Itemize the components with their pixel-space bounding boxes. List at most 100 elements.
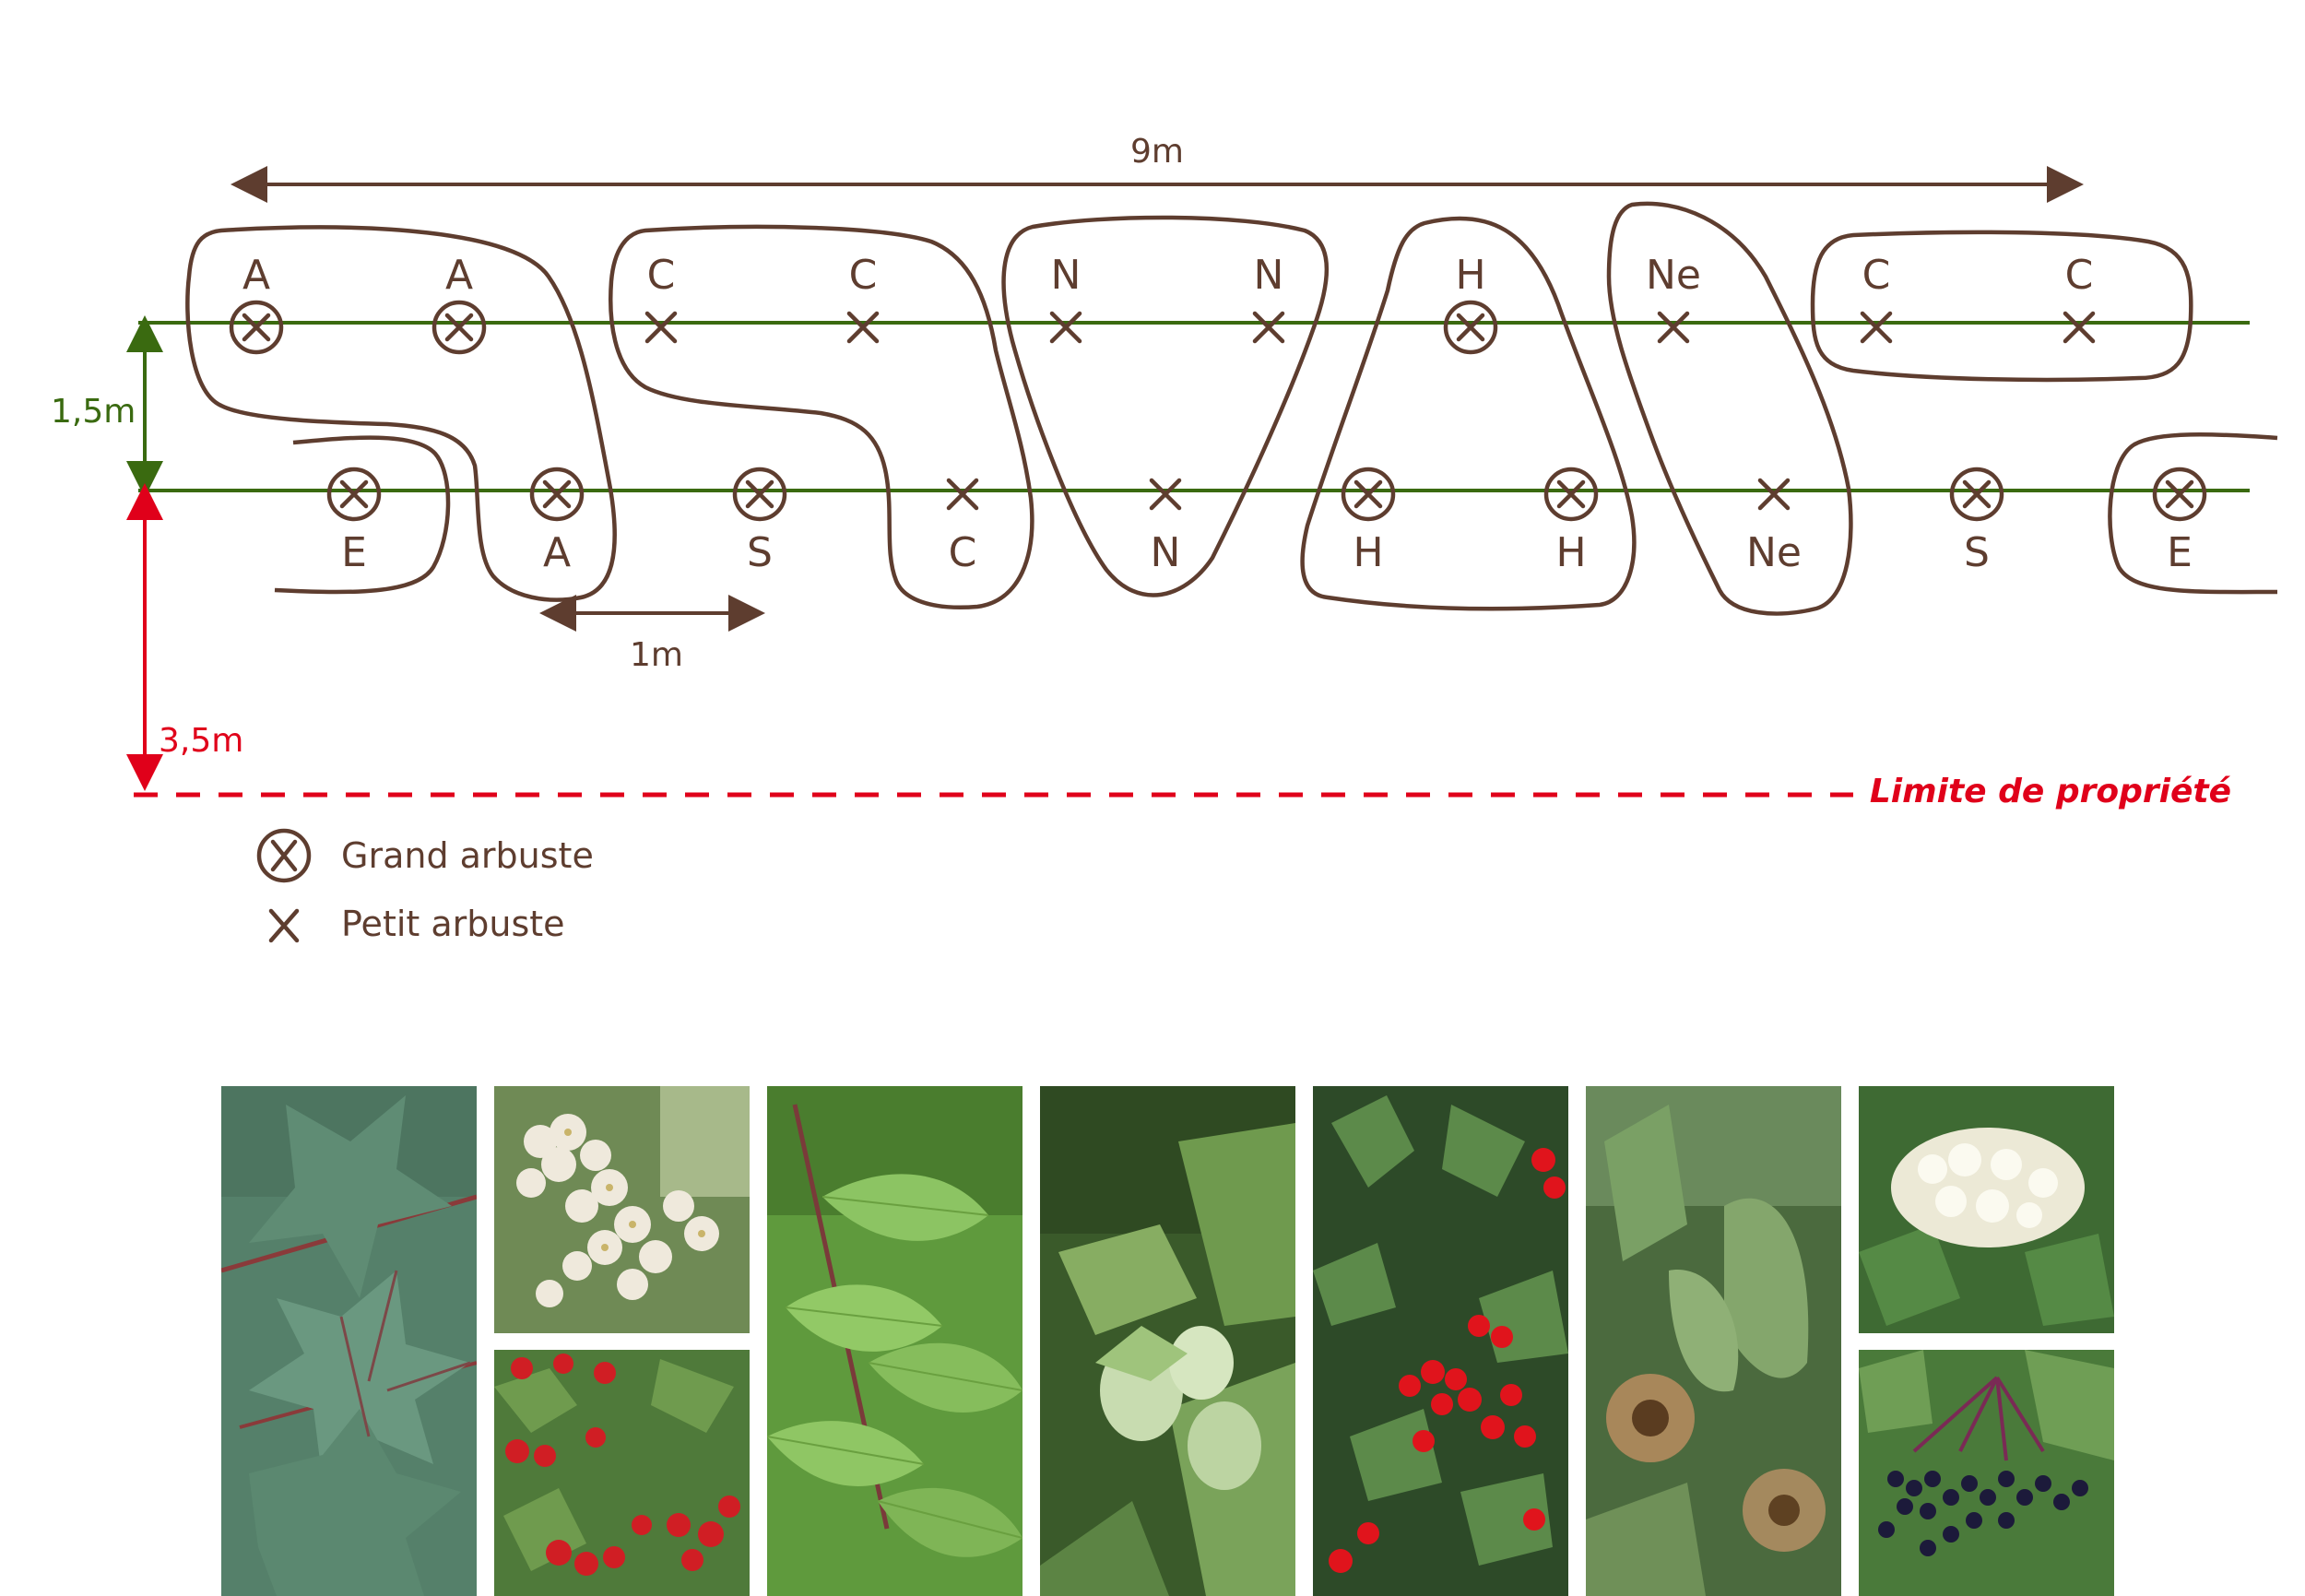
plant-marker-bottom-1: E <box>326 467 382 576</box>
shrub-cross-mark <box>242 313 271 342</box>
photo-elder-flowers <box>1859 1086 2114 1333</box>
plant-marker-top-7: H <box>1443 252 1498 355</box>
plant-code-label: C <box>2065 252 2094 299</box>
outline-group-c <box>609 224 1034 609</box>
plant-code-label: C <box>647 252 676 299</box>
plant-code-label: S <box>1964 529 1990 576</box>
plant-code-label: A <box>543 529 571 576</box>
outline-group-ne <box>1606 201 1853 616</box>
plant-marker-top-1: A <box>229 252 284 355</box>
setback-label: 3,5m <box>159 722 243 760</box>
legend-large-icon <box>256 828 312 883</box>
plant-marker-top-10: C <box>2063 252 2096 344</box>
large-shrub-circle <box>1341 467 1396 522</box>
shrub-cross-mark <box>542 479 572 509</box>
shrub-cross-mark <box>2063 311 2096 344</box>
plant-code-label: N <box>1254 252 1284 299</box>
large-shrub-circle <box>431 300 487 355</box>
large-shrub-circle <box>529 467 585 522</box>
shrub-cross-mark <box>946 478 979 511</box>
hedge-planting-diagram: 9m 1,5m 3,5m 1m Limite de propriété A A C C… <box>51 133 2278 944</box>
grouping-outlines <box>185 201 2278 616</box>
shrub-cross-mark <box>339 479 369 509</box>
plant-code-label: N <box>1051 252 1082 299</box>
shrub-cross-mark <box>644 311 678 344</box>
plant-marker-top-3: C <box>644 252 678 344</box>
large-shrub-circle <box>2152 467 2207 522</box>
shrub-cross-mark <box>1149 478 1182 511</box>
outline-group-c-right <box>1810 230 2193 383</box>
plant-marker-bottom-8: Ne <box>1746 478 1802 576</box>
shrub-cross-mark <box>1757 478 1791 511</box>
plant-marker-bottom-10: E <box>2152 467 2207 576</box>
plant-code-label: C <box>949 529 977 576</box>
outline-group-h <box>1300 216 1637 611</box>
plant-code-label: S <box>747 529 773 576</box>
photo-maple-leaves <box>221 1086 477 1596</box>
plant-marker-top-4: C <box>846 252 880 344</box>
plant-marker-top-9: C <box>1860 252 1893 344</box>
plant-marker-top-2: A <box>431 252 487 355</box>
plant-code-label: C <box>1862 252 1891 299</box>
outline-group-e-left <box>274 435 451 595</box>
photo-medlar-fruit <box>1586 1086 1841 1596</box>
photo-holly-berries <box>1313 1086 1568 1596</box>
plant-marker-bottom-5: N <box>1149 478 1182 576</box>
plant-marker-bottom-2: A <box>529 467 585 576</box>
shrub-cross-mark <box>1860 311 1893 344</box>
plant-marker-top-8: Ne <box>1646 252 1701 344</box>
legend-small-label: Petit arbuste <box>341 904 565 944</box>
legend-small-icon <box>268 908 300 943</box>
shrub-cross-mark <box>1657 311 1690 344</box>
plant-code-label: A <box>242 252 270 299</box>
plant-code-label: A <box>445 252 473 299</box>
plant-code-label: H <box>1455 252 1485 299</box>
shrub-cross-mark <box>1353 479 1383 509</box>
large-shrub-circle <box>1443 300 1498 355</box>
legend-large-label: Grand arbuste <box>341 835 594 876</box>
property-line-label: Limite de propriété <box>1870 773 2231 810</box>
outline-group-a <box>185 225 617 602</box>
plant-spacing-label: 1m <box>630 636 683 674</box>
large-shrub-circle <box>1949 467 2004 522</box>
plant-code-label: H <box>1353 529 1383 576</box>
large-shrub-circle <box>732 467 787 522</box>
plant-marker-bottom-3: S <box>732 467 787 576</box>
shrub-cross-mark <box>1252 311 1285 344</box>
photo-hazelnuts <box>1040 1086 1295 1596</box>
plant-marker-bottom-9: S <box>1949 467 2004 576</box>
plant-code-label: E <box>2167 529 2193 576</box>
shrub-cross-mark <box>846 311 880 344</box>
outline-group-n <box>1001 215 1330 597</box>
row-spacing-label: 1,5m <box>51 393 136 431</box>
plant-marker-top-5: N <box>1049 252 1082 344</box>
plant-code-label: Ne <box>1746 529 1802 576</box>
photo-hawthorn-berries <box>494 1350 750 1596</box>
plant-marker-bottom-7: H <box>1543 467 1599 576</box>
total-width-label: 9m <box>1130 133 1184 171</box>
shrub-cross-mark <box>444 313 474 342</box>
legend: Grand arbuste Petit arbuste <box>256 828 594 944</box>
shrub-cross-mark <box>1556 479 1586 509</box>
shrub-cross-mark <box>745 479 774 509</box>
large-shrub-circle <box>326 467 382 522</box>
large-shrub-circle <box>1543 467 1599 522</box>
shrub-cross-mark <box>1049 311 1082 344</box>
plant-marker-bottom-6: H <box>1341 467 1396 576</box>
plant-marker-top-6: N <box>1252 252 1285 344</box>
plant-code-label: Ne <box>1646 252 1701 299</box>
outline-group-e-right <box>2108 432 2278 595</box>
photo-hornbeam-leaves <box>767 1086 1022 1596</box>
photo-hawthorn-flowers <box>494 1086 750 1333</box>
plant-marker-bottom-4: C <box>946 478 979 576</box>
large-shrub-circle <box>229 300 284 355</box>
plant-code-label: H <box>1555 529 1586 576</box>
shrub-cross-mark <box>1456 313 1485 342</box>
plant-code-label: C <box>849 252 878 299</box>
shrub-cross-mark <box>1962 479 1992 509</box>
plant-code-label: N <box>1151 529 1181 576</box>
shrub-cross-mark <box>2165 479 2194 509</box>
plant-code-label: E <box>341 529 367 576</box>
photo-elder-berries <box>1859 1350 2114 1596</box>
